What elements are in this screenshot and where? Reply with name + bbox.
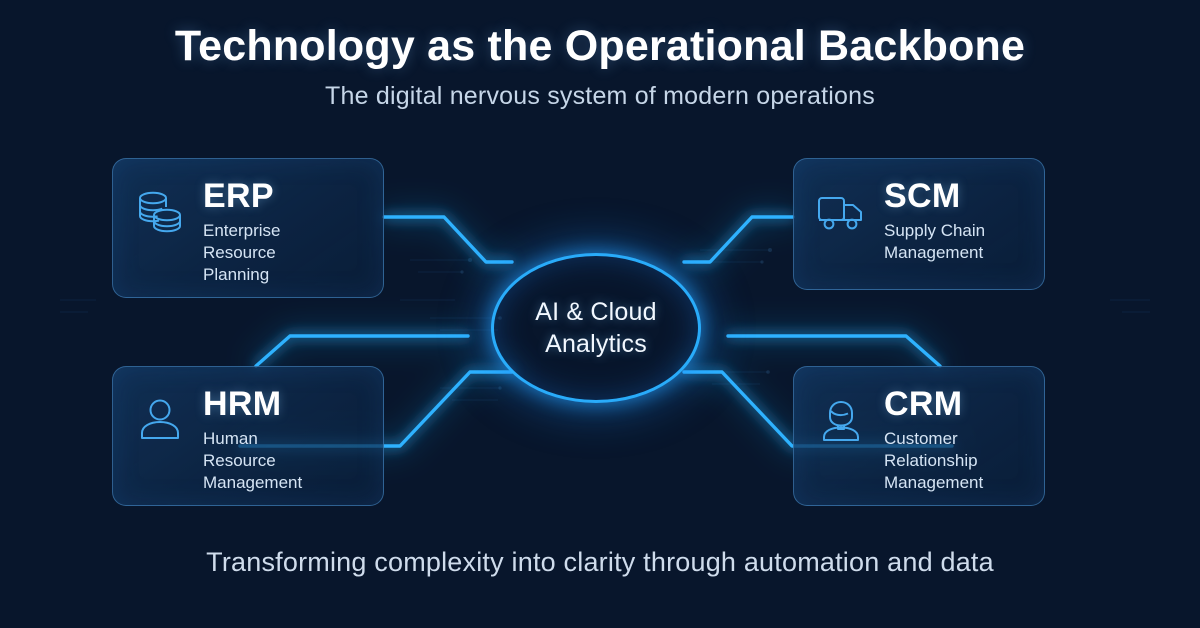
card-crm[interactable]: CRM Customer Relationship Management [793,366,1045,506]
card-scm-abbr: SCM [884,177,961,215]
card-hrm-text: HRM Human Resource Management [203,387,302,494]
card-scm[interactable]: SCM Supply Chain Management [793,158,1045,290]
page-subtitle: The digital nervous system of modern ope… [325,82,875,110]
card-erp-full-line3: Planning [203,264,270,284]
card-crm-abbr: CRM [884,385,963,423]
footer-tagline: Transforming complexity into clarity thr… [206,547,994,577]
card-crm-text: CRM Customer Relationship Management [884,387,983,494]
card-erp-full-line1: Enterprise [203,220,281,240]
card-crm-full-line2: Relationship [884,450,978,470]
card-erp-text: ERP Enterprise Resource Planning [203,179,280,286]
person-icon [133,393,187,447]
hub-label-line2: Analytics [545,330,647,358]
hub-label: AI & Cloud Analytics [494,256,698,400]
card-erp[interactable]: ERP Enterprise Resource Planning [112,158,384,298]
card-hrm-full-line2: Resource [203,450,276,470]
database-stack-icon [133,185,187,239]
card-hrm-full-line1: Human [203,428,258,448]
page-title: Technology as the Operational Backbone [174,22,1026,70]
card-hrm-abbr: HRM [203,385,282,423]
card-crm-full-line1: Customer [884,428,958,448]
central-hub[interactable]: AI & Cloud Analytics [494,256,698,400]
card-crm-full-line3: Management [884,472,984,492]
card-erp-full-line2: Resource [203,242,276,262]
headset-agent-icon [814,393,868,447]
card-hrm[interactable]: HRM Human Resource Management [112,366,384,506]
card-erp-abbr: ERP [203,177,274,215]
card-hrm-full-line3: Management [203,472,303,492]
hub-label-line1: AI & Cloud [535,298,657,326]
card-scm-text: SCM Supply Chain Management [884,179,985,264]
delivery-truck-icon [814,185,868,239]
card-scm-full-line1: Supply Chain [884,220,986,240]
card-scm-full-line2: Management [884,242,984,262]
